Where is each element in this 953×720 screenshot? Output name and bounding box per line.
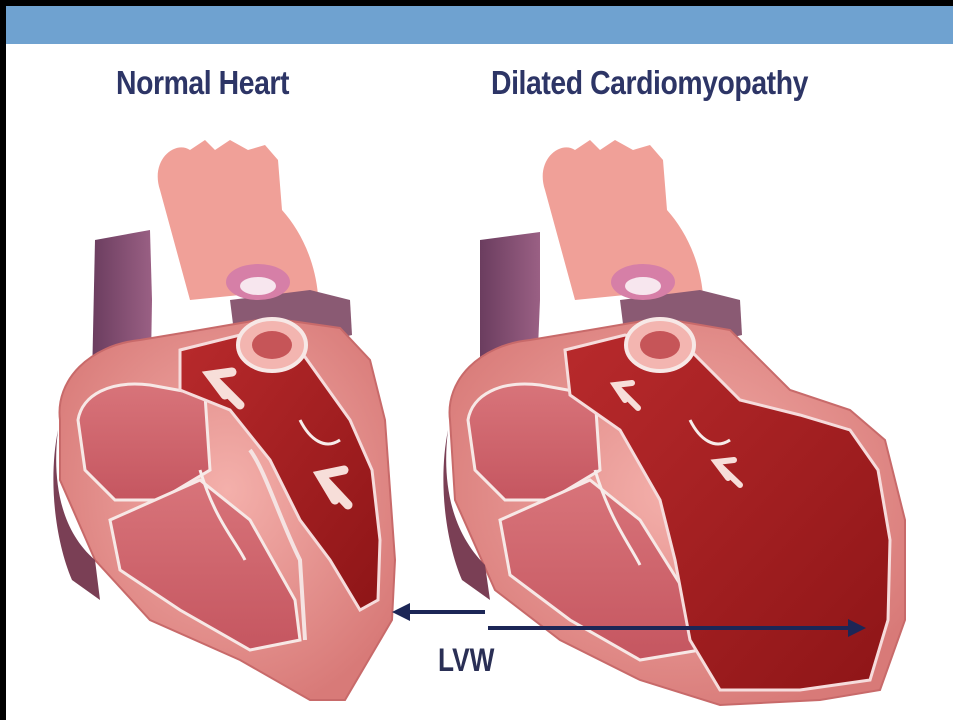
dilated-heart-illustration bbox=[443, 140, 905, 705]
heart-comparison-illustration bbox=[6, 6, 953, 720]
right-atrium-chamber bbox=[78, 384, 210, 500]
dilated-cardiomyopathy-title: Dilated Cardiomyopathy bbox=[491, 64, 808, 102]
lvw-label: LVW bbox=[438, 642, 494, 679]
normal-heart-title: Normal Heart bbox=[116, 64, 289, 102]
normal-heart-illustration bbox=[53, 140, 395, 700]
